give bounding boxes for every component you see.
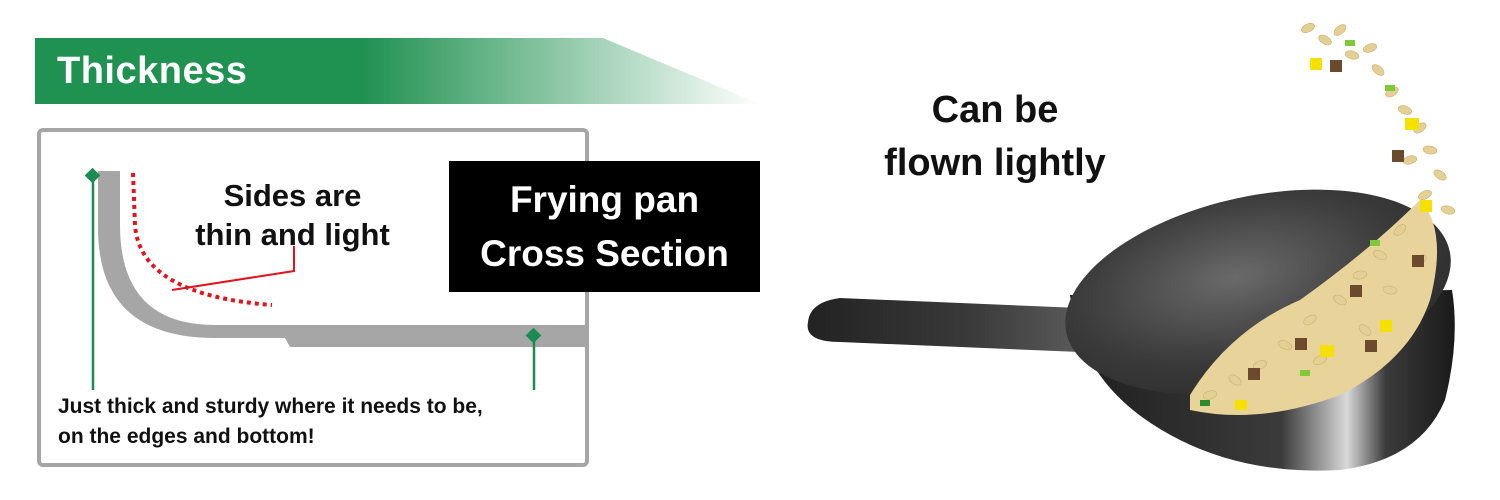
sides-label-line2: thin and light: [195, 217, 390, 252]
thickness-banner: Thickness: [35, 38, 760, 106]
wok-caption: Can be flown lightly: [860, 84, 1130, 190]
thin-side-indicator: [131, 172, 273, 307]
caption-line1: Just thick and sturdy where it needs to …: [58, 395, 483, 418]
fried-rice-pieces: [1200, 40, 1432, 410]
cross-section-title-line2: Cross Section: [480, 232, 729, 274]
caption-line2: on the edges and bottom!: [58, 425, 315, 448]
cross-section-title-box: Frying pan Cross Section: [449, 161, 760, 292]
wok-illustration: [807, 23, 1456, 471]
pan-cross-section-diagram: [84, 167, 585, 390]
wok-caption-line2: flown lightly: [884, 142, 1106, 184]
thickness-caption: Just thick and sturdy where it needs to …: [58, 392, 578, 452]
tossed-rice: [1202, 23, 1456, 400]
sides-thin-label: Sides are thin and light: [185, 176, 400, 254]
wok-handle: [807, 298, 1080, 352]
pan-wall-profile: [98, 171, 585, 347]
cross-section-title-line1: Frying pan: [509, 178, 700, 220]
edge-marker-diamond: [84, 167, 101, 184]
sides-pointer-line: [171, 246, 295, 291]
sides-label-line1: Sides are: [223, 178, 362, 213]
banner-shape: [35, 38, 760, 104]
wok-caption-line1: Can be: [931, 89, 1059, 131]
banner-title: Thickness: [57, 50, 248, 92]
